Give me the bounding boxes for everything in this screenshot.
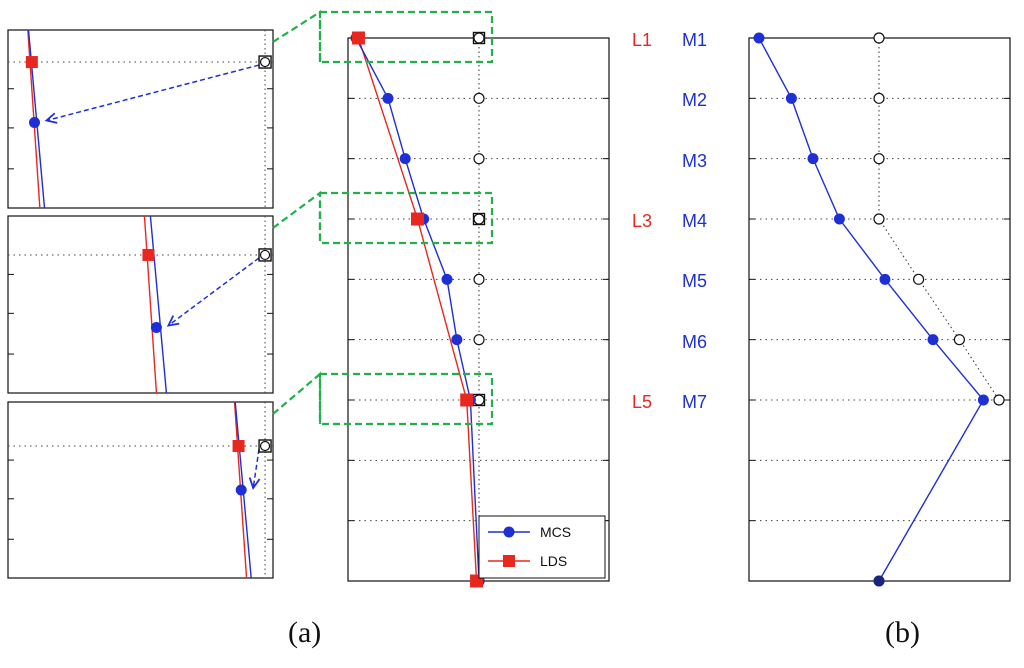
zoom-connector-1 (272, 190, 322, 243)
inset-frame-L5 (7, 401, 274, 579)
legend: MCS LDS (478, 515, 606, 579)
reference-point-b-5 (953, 334, 966, 346)
lds-line (357, 37, 478, 582)
lds-point-2 (460, 393, 474, 407)
zoom-region-2 (318, 372, 494, 426)
measure-point-b-6 (977, 394, 989, 406)
inset-ref-square-2 (258, 439, 272, 453)
inset-ref-circle-2 (259, 440, 271, 452)
zoom-connector-0 (272, 9, 322, 62)
inset-mcs-point-0 (29, 117, 40, 129)
measure-label-M5: M5 (682, 271, 707, 291)
legend-mcs-marker (503, 526, 515, 538)
inset-ref-square-0 (258, 55, 272, 69)
inset-ref-square-1 (258, 248, 272, 262)
reference-square-a-1 (472, 212, 486, 226)
inset-ref-circle-0 (259, 56, 271, 68)
reference-point-b-0 (873, 32, 885, 44)
panel-a-main-chart (272, 9, 610, 588)
caption-b: (b) (885, 616, 920, 649)
reference-point-b-6 (993, 394, 1005, 406)
zoom-connector-2 (272, 371, 322, 424)
measure-label-M1: M1 (682, 30, 707, 50)
caption-a: (a) (288, 616, 321, 649)
reference-point-b-3 (873, 213, 885, 225)
panel-b-chart (748, 32, 1011, 587)
reference-point-a-1 (473, 92, 485, 104)
inset-arrow-head-0 (44, 112, 58, 124)
inset-arrow-head-2 (248, 477, 261, 490)
inset-lds-point-2 (232, 440, 245, 452)
lds-point-0 (351, 31, 365, 45)
measure-point-b-5 (927, 334, 939, 346)
measure-point-b-0 (753, 32, 765, 44)
legend-lds-label: LDS (540, 553, 567, 569)
measure-label-M4: M4 (682, 211, 707, 231)
level-label-L5: L5 (632, 392, 652, 412)
reference-point-a-4 (473, 273, 485, 285)
inset-arrow-head-1 (166, 315, 180, 327)
measure-label-M6: M6 (682, 332, 707, 352)
inset-mcs-point-1 (150, 322, 162, 334)
measure-label-M7: M7 (682, 392, 707, 412)
reference-point-a-2 (473, 153, 485, 165)
legend-mcs-label: MCS (540, 524, 571, 540)
level-label-L3: L3 (632, 211, 652, 231)
legend-lds-marker (503, 555, 515, 567)
inset-arrow-shaft-0 (46, 64, 260, 122)
measure-point-b-2 (807, 153, 819, 165)
level-label-L1: L1 (632, 30, 652, 50)
mcs-point-1 (382, 92, 394, 104)
inset-mcs-point-2 (235, 484, 247, 496)
reference-point-b-4 (912, 273, 925, 285)
reference-square-a-0 (472, 31, 486, 45)
measure-point-b-4 (879, 273, 891, 285)
mcs-line (355, 37, 480, 582)
inset-lds-point-0 (25, 56, 38, 69)
reference-point-b-1 (873, 92, 885, 104)
mcs-point-5 (451, 334, 463, 346)
measure-label-M3: M3 (682, 151, 707, 171)
inset-frame-L3 (7, 215, 274, 394)
inset-mcs-line-1 (149, 215, 168, 394)
mcs-point-2 (399, 153, 411, 165)
measure-point-b-1 (785, 92, 797, 104)
reference-point-a-0 (473, 32, 485, 44)
measure-label-M2: M2 (682, 90, 707, 110)
reference-point-b-2 (873, 153, 885, 165)
reference-point-a-5 (473, 334, 485, 346)
zoom-insets (7, 29, 274, 579)
measure-line-b (758, 37, 985, 582)
inset-frame-L1 (7, 29, 274, 209)
inset-ref-circle-1 (259, 249, 271, 261)
inset-lds-line-1 (143, 215, 158, 394)
measure-point-b-bottom (873, 575, 885, 587)
lds-point-1 (411, 212, 424, 226)
measure-point-b-3 (833, 213, 845, 225)
mcs-point-4 (441, 273, 453, 285)
reference-point-a-3 (473, 213, 485, 225)
inset-arrow-shaft-2 (252, 448, 260, 489)
inset-lds-point-1 (142, 248, 155, 261)
inset-arrow-shaft-1 (167, 257, 260, 327)
